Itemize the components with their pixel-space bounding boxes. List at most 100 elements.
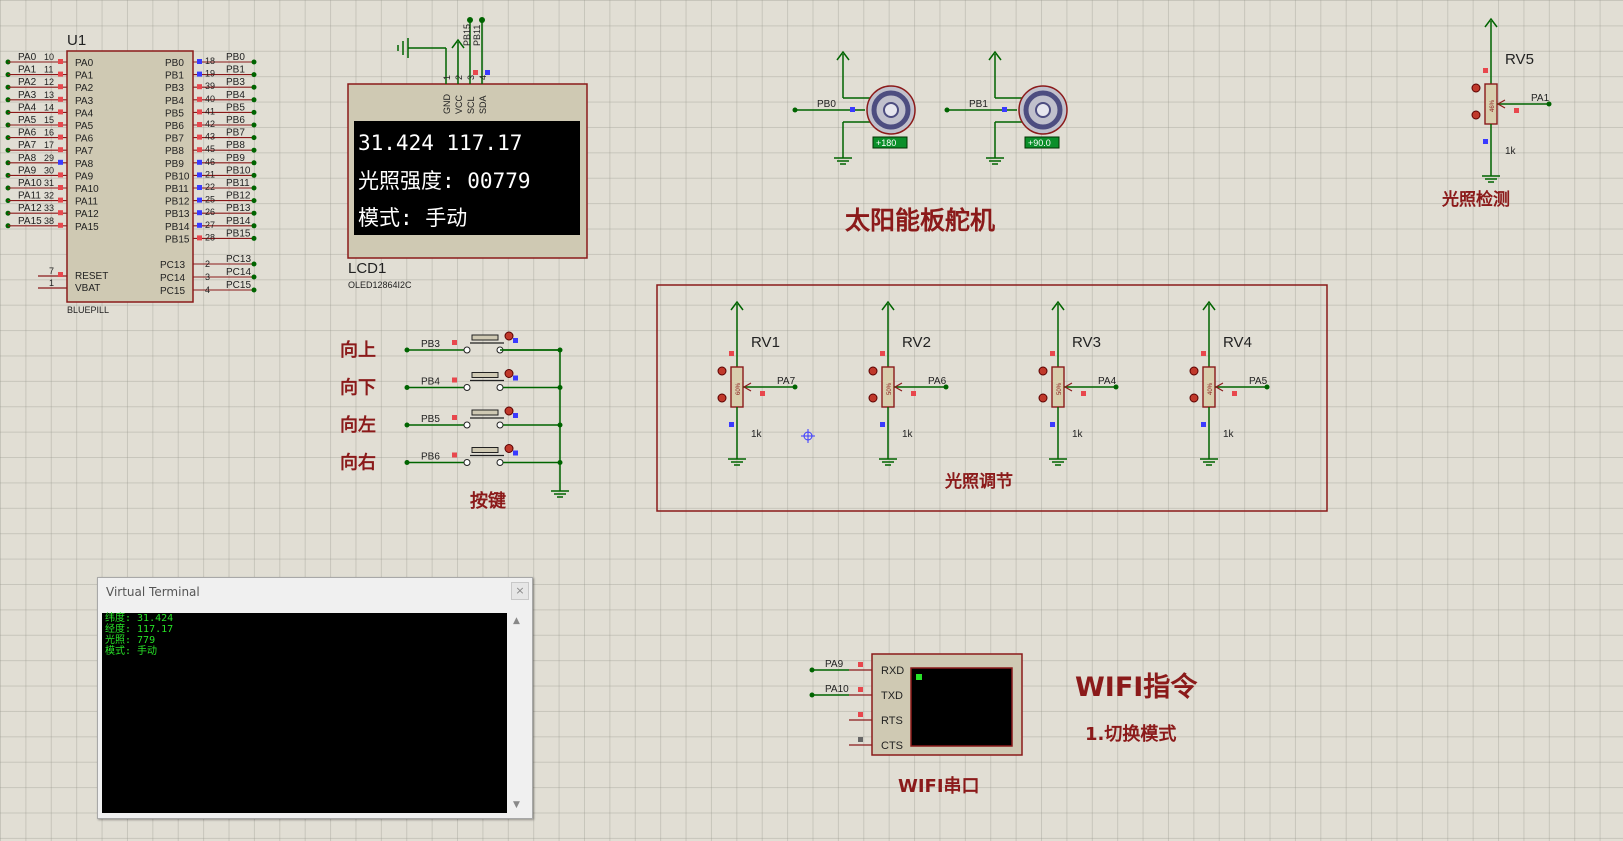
mcu-pin-name: PB14 (165, 222, 190, 233)
mcu-net-label: PA9 (18, 165, 37, 176)
scroll-down-icon[interactable]: ▼ (513, 800, 520, 810)
mcu-pin-number: 46 (205, 157, 215, 167)
oled-net-pb11: PB11 (472, 25, 482, 46)
mcu-pin-number: 43 (205, 132, 215, 142)
terminal-line: 模式: 手动 (105, 646, 158, 657)
terminal-line: 光照: 779 (105, 635, 156, 646)
terminal-screen[interactable]: 纬度: 31.424 经度: 117.17 光照: 779 模式: 手动 (102, 613, 507, 813)
pot-ref: RV2 (902, 334, 931, 351)
pin-node (251, 109, 257, 115)
pot-net-label: PA7 (777, 376, 796, 387)
mcu-pin-name: PA5 (75, 121, 94, 132)
pot-ref: RV3 (1072, 334, 1101, 351)
oled-pin-label: GND (442, 94, 452, 115)
mcu-pin-name: PA7 (75, 146, 94, 157)
oled-pin-number: 2 (454, 75, 464, 80)
servo-net-label: PB1 (969, 99, 988, 110)
wifi-net-label: PA9 (825, 659, 844, 670)
cursor-crosshair-icon (801, 429, 815, 443)
button-label: 向上 (340, 339, 376, 361)
mcu-pin-number: 25 (205, 195, 215, 205)
terminal-line: 经度: 117.17 (105, 624, 174, 635)
light-adjust-box (656, 284, 1328, 512)
wifi-serial-label: WIFI串口 (898, 776, 980, 797)
pin-node (251, 210, 257, 216)
mcu-net-label: PB6 (226, 115, 245, 126)
pin-node (251, 72, 257, 78)
light-adjust-pots: RV160%PA71kRV250%PA61kRV350%PA41kRV440%P… (717, 301, 1270, 466)
close-icon[interactable]: × (511, 582, 529, 600)
mcu-pin-name: PA8 (75, 159, 94, 170)
mcu-pin-number: 32 (44, 191, 54, 201)
mcu-pin-name: PC15 (160, 286, 185, 297)
push-button[interactable]: 向下 PB4 (340, 369, 563, 399)
mcu-net-label: PA11 (18, 191, 41, 202)
mcu-pin-name: PB13 (165, 209, 190, 220)
mcu-net-label: PA7 (18, 140, 37, 151)
mcu-pin-number: 38 (44, 216, 54, 226)
mcu-net-label: PA6 (18, 128, 37, 139)
pot-wiper-readout: 50% (887, 382, 893, 395)
pin-node (251, 147, 257, 153)
pin-node (251, 135, 257, 141)
terminal-line: 纬度: 31.424 (105, 613, 174, 624)
pot-ref: RV1 (751, 334, 780, 351)
mcu-pin-number: 27 (205, 220, 215, 230)
mcu-pin-name: PB9 (165, 159, 184, 170)
servo-motor[interactable]: PB0+180 (792, 51, 916, 165)
mcu-pin-name: PA4 (75, 108, 94, 119)
pot-wiper-readout: 40% (1208, 382, 1214, 395)
button-label: 向下 (340, 377, 376, 399)
scroll-up-icon[interactable]: ▲ (513, 616, 520, 626)
mcu-pin-name: PB3 (165, 83, 184, 94)
mcu-pin-name: PA15 (75, 222, 99, 233)
mcu-pin-name: PB11 (165, 184, 189, 195)
mcu-net-label: PB5 (226, 102, 245, 113)
oled-ref: LCD1 (348, 260, 386, 277)
mcu-net-label: PB7 (226, 128, 245, 139)
mcu-vbat-num: 1 (49, 278, 54, 288)
button-net-label: PB5 (421, 414, 440, 425)
oled-line-1: 31.424 117.17 (358, 131, 522, 155)
pot-net-label: PA1 (1531, 93, 1550, 104)
oled-lcd[interactable]: 31.424 117.17 光照强度: 00779 模式: 手动 LCD1 OL… (347, 17, 588, 290)
mcu-net-label: PA1 (18, 65, 37, 76)
wifi-command-title: WIFI指令 (1075, 671, 1198, 703)
pin-node (251, 198, 257, 204)
mcu-pin-number: 45 (205, 144, 215, 154)
servo-motor[interactable]: PB1+90.0 (944, 51, 1068, 165)
mcu-pin-name: PA6 (75, 134, 94, 145)
mcu-net-label: PC14 (226, 267, 251, 278)
mcu-net-label: PB11 (226, 178, 250, 189)
mcu-net-label: PA4 (18, 102, 37, 113)
button-net-label: PB4 (421, 377, 440, 388)
mcu-pin-number: 40 (205, 94, 215, 104)
mcu-pin-name: PB10 (165, 171, 190, 182)
oled-pin-number: 4 (478, 75, 488, 80)
mcu-pin-name: PA12 (75, 209, 99, 220)
wifi-net-label: PA10 (825, 684, 849, 695)
terminal-scrollbar[interactable]: ▲ ▼ (508, 613, 526, 813)
pin-node (251, 185, 257, 191)
mcu-pin-number: 26 (205, 207, 215, 217)
mcu-pin-number: 3 (205, 272, 210, 282)
mcu-pin-number: 16 (44, 128, 54, 138)
virtual-terminal-window[interactable]: Virtual Terminal × 纬度: 31.424 经度: 117.17… (97, 577, 533, 819)
